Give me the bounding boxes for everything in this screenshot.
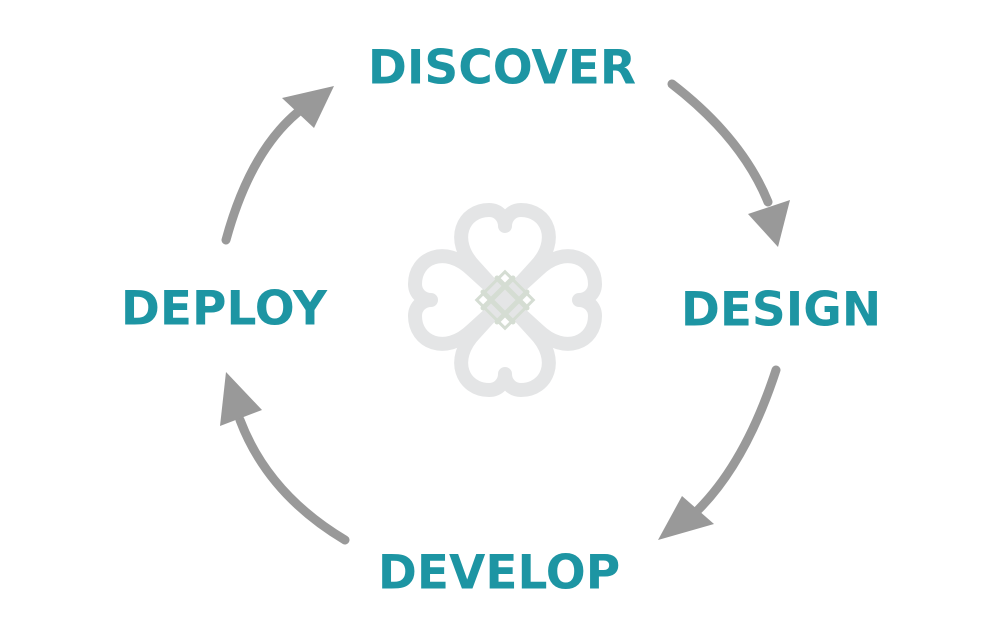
stage-label-design: DESIGN bbox=[680, 282, 882, 338]
arrow-design-to-develop bbox=[658, 365, 781, 540]
stage-label-deploy: DEPLOY bbox=[120, 281, 328, 337]
arrow-discover-to-design bbox=[667, 79, 790, 247]
four-heart-knot-icon bbox=[415, 210, 595, 390]
arrow-deploy-to-discover bbox=[221, 86, 334, 245]
knot-weave bbox=[474, 269, 536, 331]
cycle-arrows bbox=[220, 79, 790, 545]
stage-label-discover: DISCOVER bbox=[367, 40, 637, 96]
stage-label-develop: DEVELOP bbox=[377, 545, 621, 601]
arrow-develop-to-deploy bbox=[220, 372, 350, 545]
